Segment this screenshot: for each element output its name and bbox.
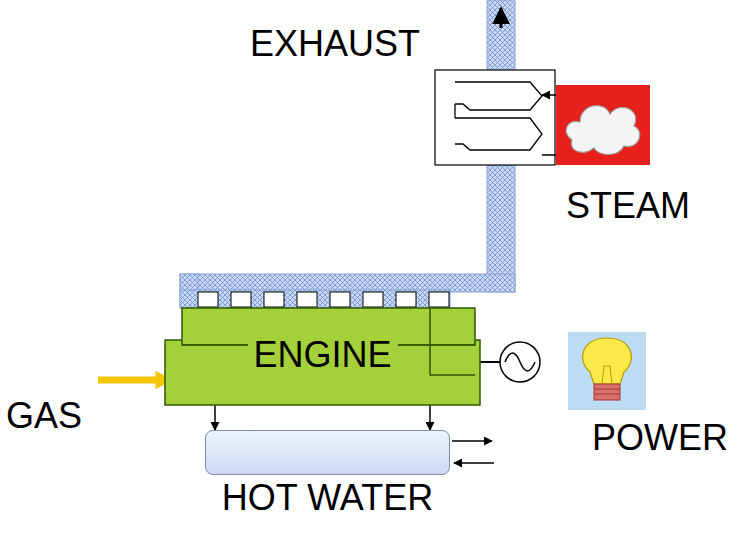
bulb-icon xyxy=(583,338,632,384)
node-label: ENGINE xyxy=(247,335,397,375)
engine-block: ENGINE xyxy=(165,300,480,405)
flow-arrow xyxy=(214,405,216,430)
steam-icon xyxy=(556,85,650,165)
manifold-port xyxy=(429,292,449,307)
shaft xyxy=(480,361,500,363)
generator-symbol xyxy=(500,342,540,382)
manifold-port xyxy=(198,292,218,307)
flow-arrow xyxy=(454,462,494,464)
manifold-port xyxy=(297,292,317,307)
manifold-ports xyxy=(198,292,449,307)
hot-water-tank: HOT WATER xyxy=(205,430,450,475)
manifold-port xyxy=(330,292,350,307)
manifold-port xyxy=(396,292,416,307)
exchanger-coil xyxy=(455,82,542,110)
bulb-icon xyxy=(568,332,646,410)
steam-cloud xyxy=(566,106,640,155)
part-label: POWER xyxy=(592,418,728,458)
heat-exchanger xyxy=(435,70,555,165)
part-label: STEAM xyxy=(566,186,690,226)
bulb-filament xyxy=(602,366,612,384)
bulb-base xyxy=(594,389,620,394)
bulb-base xyxy=(594,384,620,400)
flow-arrow xyxy=(452,440,492,442)
part-label: GAS xyxy=(6,396,82,436)
exhaust-pipe xyxy=(487,164,515,292)
manifold-port xyxy=(264,292,284,307)
flow-arrow xyxy=(429,405,431,430)
exhaust-manifold xyxy=(180,290,450,308)
exchanger-coil xyxy=(455,118,542,150)
manifold-port xyxy=(231,292,251,307)
node-label: HOT WATER xyxy=(222,478,433,518)
gas-arrow xyxy=(98,377,170,384)
part-label: EXHAUST xyxy=(250,24,420,64)
flow-arrow xyxy=(500,8,503,28)
generator-symbol xyxy=(505,353,535,371)
exhaust-pipe xyxy=(180,274,515,292)
manifold-port xyxy=(363,292,383,307)
exchanger-coil xyxy=(454,104,455,118)
exhaust-pipe xyxy=(487,0,515,72)
